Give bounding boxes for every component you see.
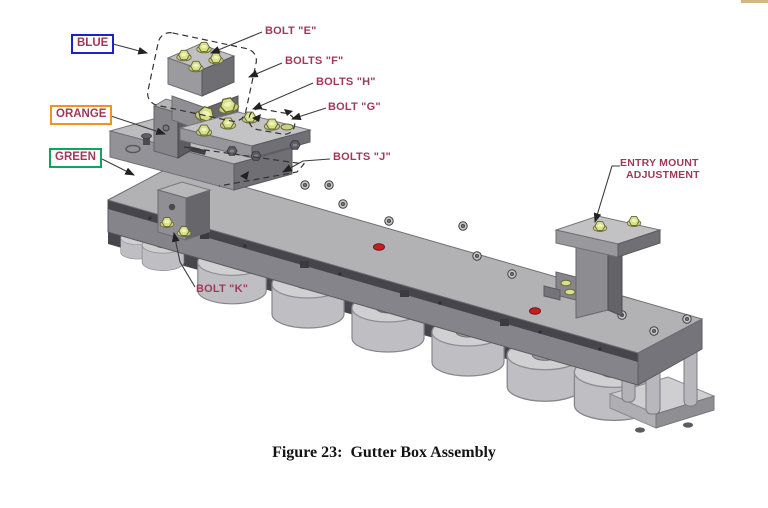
callout-bolt-e: BOLT "E" [265,25,317,37]
entry-mount-tower [543,215,662,319]
callout-bolt-g: BOLT "G" [328,101,381,113]
callout-box-orange: ORANGE [50,105,113,126]
bolt-k-block [156,181,212,241]
mid-bolt-plate [178,111,312,161]
callout-box-green: GREEN [49,148,102,169]
callout-box-blue: BLUE [71,34,115,55]
entry-mount-line1: ENTRY MOUNT [620,157,699,169]
red-indicator-dot-left [373,243,385,251]
figure-caption: Figure 23: Gutter Box Assembly [272,444,496,461]
leader-lines [99,31,620,288]
dashed-outlines [147,32,306,187]
gutter-box-rail [106,165,704,386]
red-indicator-dot-right [529,307,541,315]
callout-bolt-k: BOLT "K" [196,283,249,295]
callout-bolts-h: BOLTS "H" [316,76,376,88]
callout-entry-mount-adjustment: ENTRY MOUNT ADJUSTMENT [620,157,700,181]
scan-artifact [741,0,768,3]
callout-bolts-f: BOLTS "F" [285,55,344,67]
entry-mount-line2: ADJUSTMENT [626,168,700,181]
callout-bolts-j: BOLTS "J" [333,151,391,163]
